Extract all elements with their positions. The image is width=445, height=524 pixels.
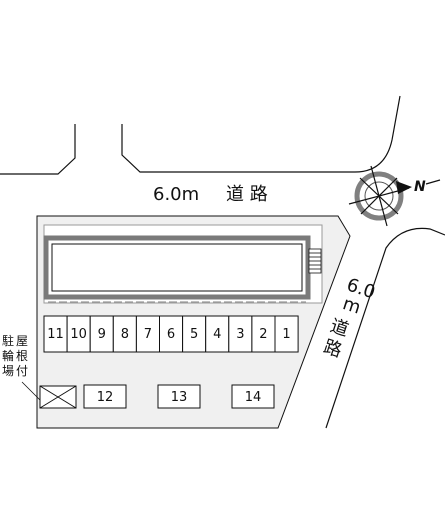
parking-slot: 10 <box>66 315 91 353</box>
parking-slot-box <box>274 315 299 353</box>
parking-slot: 9 <box>89 315 114 353</box>
parking-slot: 12 <box>83 384 127 409</box>
parking-slot-box <box>83 384 127 409</box>
parking-slot-label: 1 <box>282 327 290 342</box>
bike-label-char: 輪 <box>2 348 14 363</box>
road-edge-right <box>325 227 445 429</box>
bike-label-char: 駐 <box>2 333 14 348</box>
parking-slot: 5 <box>182 315 207 353</box>
right-road-name: 道 <box>328 315 352 341</box>
parking-slot-box <box>231 384 275 409</box>
parking-slot-label: 8 <box>121 327 129 342</box>
parking-slot-label: 12 <box>97 390 114 405</box>
compass-icon: N <box>348 165 441 227</box>
bike-pointer-line <box>21 381 41 401</box>
parking-slot-label: 5 <box>190 327 198 342</box>
parking-slot-label: 10 <box>70 327 87 342</box>
parking-slot: 3 <box>228 315 253 353</box>
parking-slot: 13 <box>157 384 201 409</box>
road-edge-top <box>121 95 401 173</box>
parking-lower: 12 13 14 <box>83 384 275 409</box>
parking-slot-label: 14 <box>245 390 262 405</box>
bike-label-char: 付 <box>16 364 28 378</box>
bike-parking: 駐 輪 場 屋 根 付 <box>2 333 77 409</box>
parking-slot: 14 <box>231 384 275 409</box>
parking-slot-label: 6 <box>167 327 175 342</box>
parking-slot: 2 <box>251 315 276 353</box>
parking-slot: 8 <box>112 315 137 353</box>
compass-north-label: N <box>414 179 426 195</box>
parking-slot-label: 13 <box>171 390 188 405</box>
top-road-width: 6.0m <box>153 184 199 205</box>
road-edge-left <box>0 124 76 175</box>
parking-slot-box <box>157 384 201 409</box>
stairs <box>308 248 322 274</box>
parking-slot-label: 11 <box>47 327 64 342</box>
bike-label-char: 場 <box>2 364 14 378</box>
parking-slot: 1 <box>274 315 299 353</box>
parking-slot: 11 <box>43 315 68 353</box>
parking-slot: 6 <box>159 315 184 353</box>
right-road-name: 路 <box>321 336 345 362</box>
right-road-unit: m <box>340 293 363 318</box>
parking-slot: 4 <box>205 315 230 353</box>
bike-label-char: 根 <box>16 349 28 363</box>
road-labels: 6.0m 道 路 6.0 m 道 路 <box>153 184 378 362</box>
road-edges <box>0 95 445 429</box>
parking-slot-label: 3 <box>236 327 244 342</box>
bike-label-char: 屋 <box>16 334 28 348</box>
building-inner <box>51 243 303 292</box>
parking-slot-label: 4 <box>213 327 221 342</box>
building <box>43 224 323 304</box>
parking-slot-label: 9 <box>98 327 106 342</box>
parking-slot: 7 <box>135 315 160 353</box>
top-road-name: 道 路 <box>226 184 268 205</box>
parking-slot-label: 2 <box>259 327 267 342</box>
parking-slot-label: 7 <box>144 327 152 342</box>
